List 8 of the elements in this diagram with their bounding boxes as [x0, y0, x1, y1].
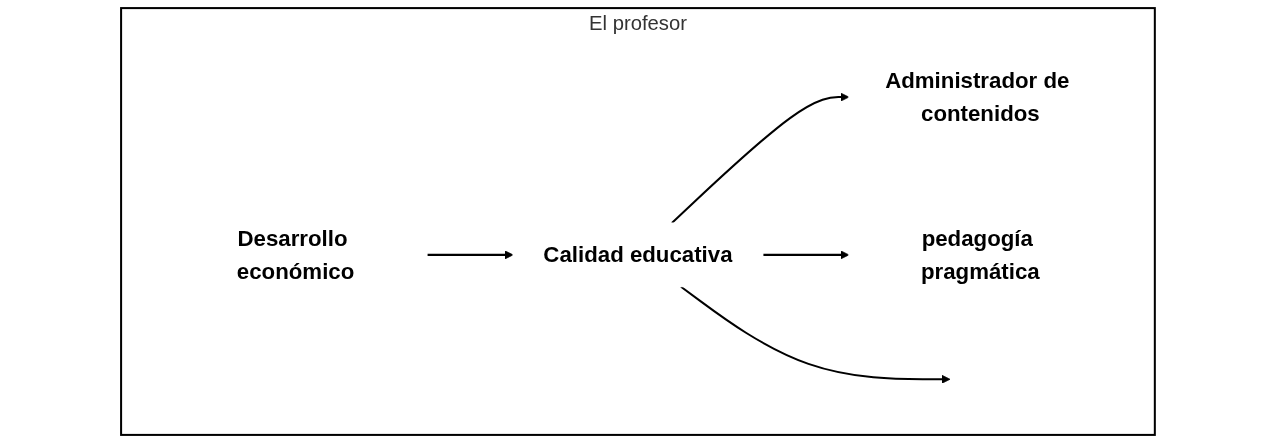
node-text: pedagogía pragmática — [920, 225, 1040, 285]
arrow — [679, 285, 950, 384]
arrow — [670, 92, 849, 224]
node-text: Calidad educativa — [542, 242, 733, 268]
arrow — [426, 250, 513, 260]
node-text: Desarrollo económico — [236, 225, 354, 285]
node-text: Administrador de contenidos — [884, 67, 1069, 127]
arrow — [762, 250, 849, 260]
